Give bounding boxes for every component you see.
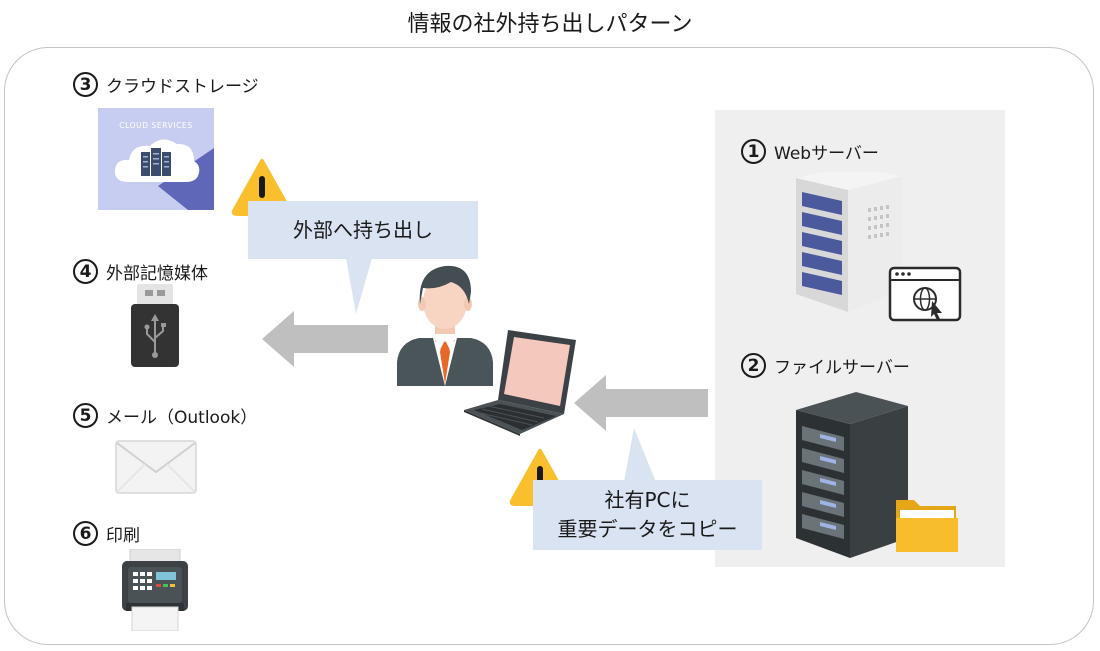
arrow-left-external [262,311,388,367]
diagram-title: 情報の社外持ち出しパターン [407,12,693,37]
company-laptop-icon [464,326,582,436]
file-server-text: ファイルサーバー [774,358,910,378]
take-out-callout-text: 外部へ持ち出し [293,218,433,242]
number-badge: 2 [741,353,766,378]
number-badge: 6 [73,521,98,546]
usb-drive-icon [128,284,182,368]
web-server-text: Webサーバー [774,144,879,164]
file-server-label: 2 ファイルサーバー [741,353,910,378]
take-out-callout-tail [346,258,376,314]
diagram-frame [4,47,1094,645]
employee-person-icon [393,258,497,386]
external-media-label: 4 外部記憶媒体 [73,259,208,284]
file-server-icon [796,392,962,560]
external-media-text: 外部記憶媒体 [106,264,208,284]
copy-callout: 社有PCに 重要データをコピー [533,480,762,550]
number-badge: 1 [741,139,766,164]
mail-label: 5 メール（Outlook） [73,403,257,428]
cloud-storage-text: クラウドストレージ [106,77,259,97]
number-badge: 5 [73,403,98,428]
copy-callout-line2: 重要データをコピー [557,517,738,541]
arrow-left-from-server [574,375,708,431]
mail-text: メール（Outlook） [106,408,258,428]
number-badge: 3 [73,72,98,97]
print-label: 6 印刷 [73,521,140,546]
cloud-services-image: CLOUD SERVICES [98,108,214,210]
take-out-callout: 外部へ持ち出し [248,201,478,259]
print-text: 印刷 [106,526,140,546]
web-server-label: 1 Webサーバー [741,139,879,164]
copy-callout-tail [618,428,658,482]
web-server-icon [796,172,964,322]
envelope-icon [115,440,197,494]
copy-callout-line1: 社有PCに [604,488,691,512]
cloud-storage-label: 3 クラウドストレージ [73,72,259,97]
number-badge: 4 [73,259,98,284]
printer-icon [120,549,190,631]
cloud-services-text: CLOUD SERVICES [119,121,192,130]
